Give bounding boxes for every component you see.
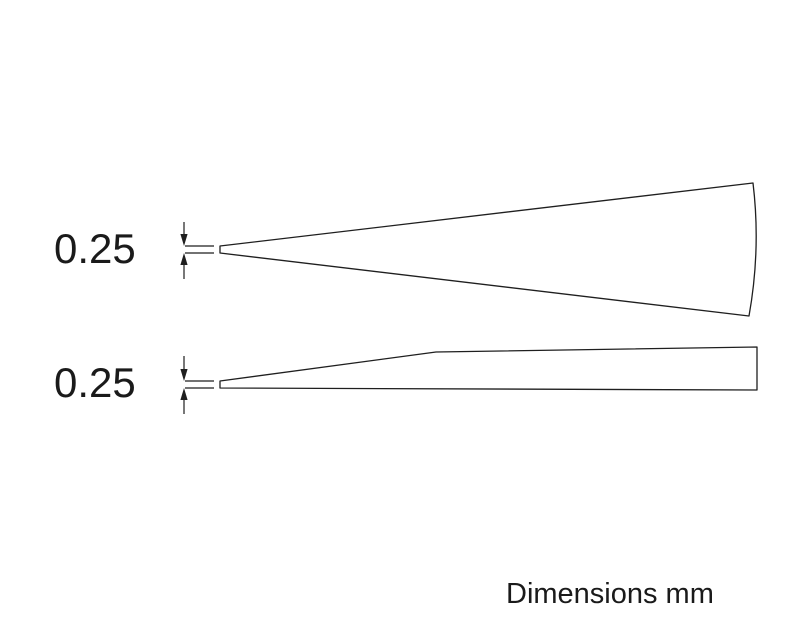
side-dim-arrow-down-icon <box>180 369 188 381</box>
side-view-outline <box>219 346 758 391</box>
side-dimension-label: 0.25 <box>54 359 136 406</box>
top-dimension: 0.25 <box>54 222 214 279</box>
top-dim-arrow-up-icon <box>180 253 188 265</box>
top-dim-arrow-down-icon <box>180 234 188 246</box>
top-view-shape <box>219 182 757 317</box>
side-dimension: 0.25 <box>54 356 214 414</box>
units-footnote: Dimensions mm <box>506 578 714 610</box>
side-view-shape <box>219 346 758 391</box>
top-view-outline <box>219 182 757 317</box>
side-dim-arrow-up-icon <box>180 388 188 400</box>
top-dimension-label: 0.25 <box>54 225 136 272</box>
